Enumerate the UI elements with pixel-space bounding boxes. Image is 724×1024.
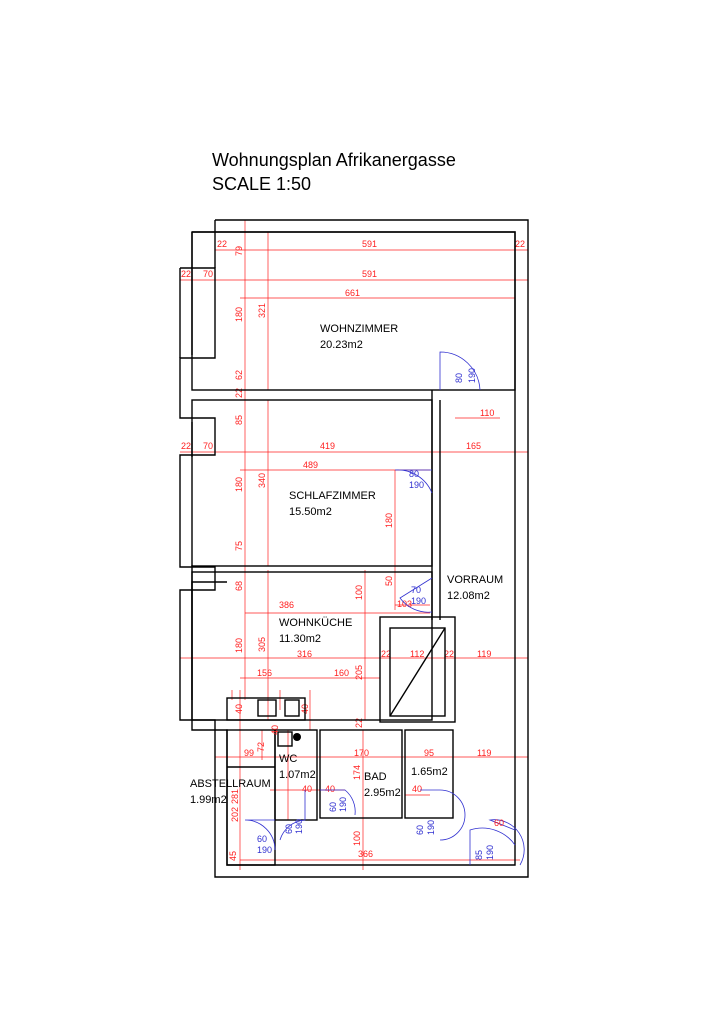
dim-label: 85: [234, 415, 244, 425]
dim-label: 110: [480, 408, 494, 418]
door-label: 60: [328, 802, 338, 812]
door-label: 60: [257, 834, 267, 844]
room-name-wohnzimmer: WOHNZIMMER: [320, 323, 398, 335]
room-area-abstellraum: 1.99m2: [190, 794, 227, 806]
door-label: 85: [474, 850, 484, 860]
door-label: 60: [415, 825, 425, 835]
dim-label: 156: [257, 668, 272, 678]
door-label: 80: [454, 373, 464, 383]
door-label: 190: [467, 368, 477, 383]
dim-label: 160: [334, 668, 349, 678]
room-area-vorraum: 12.08m2: [447, 590, 490, 602]
door-label: 70: [411, 585, 421, 595]
door-label: 60: [494, 818, 504, 828]
dim-label: 419: [320, 441, 335, 451]
boiler-icon: [293, 733, 301, 741]
door-label: 190: [485, 845, 495, 860]
dim-label: 591: [362, 269, 377, 279]
dim-label: 99: [244, 748, 254, 758]
dim-label: 70: [203, 269, 213, 279]
doors: [244, 351, 525, 866]
dim-label: 40: [412, 784, 422, 794]
dim-label: 22: [354, 718, 364, 728]
dim-label: 103: [397, 599, 412, 609]
dim-label: 180: [384, 513, 394, 528]
dim-label: 170: [354, 748, 369, 758]
dim-label: 79: [234, 246, 244, 256]
dim-label: 45: [228, 851, 238, 861]
dim-label: 22: [444, 649, 454, 659]
dim-label: 22: [217, 239, 227, 249]
dim-label: 119: [477, 748, 491, 758]
dim-label: 40: [325, 784, 335, 794]
room-name-abstellraum: ABSTELLRAUM: [190, 778, 271, 790]
room-name-wohnkueche: WOHNKÜCHE: [279, 617, 352, 629]
dim-label: 180: [234, 307, 244, 322]
dim-label: 22: [234, 388, 244, 398]
dim-label: 202: [230, 807, 240, 822]
dim-label: 95: [424, 748, 434, 758]
dim-label: 112: [410, 649, 424, 659]
door-label: 40: [270, 725, 280, 735]
door-label: 190: [426, 820, 436, 835]
dim-label: 70: [203, 441, 213, 451]
dim-label: 489: [303, 460, 318, 470]
dim-label: 22: [515, 239, 525, 249]
dim-label: 174: [352, 765, 362, 780]
room-area-wohnzimmer: 20.23m2: [320, 339, 363, 351]
dim-label: 180: [234, 477, 244, 492]
dim-label: 119: [477, 649, 491, 659]
dim-label: 321: [257, 303, 267, 318]
door-label: 190: [257, 845, 272, 855]
dim-label: 366: [358, 849, 373, 859]
dim-label: 205: [354, 665, 364, 680]
dimension-labels: 22 591 22 70 591 661 22 79 321 180 62 22…: [181, 239, 525, 861]
dim-label: 40: [302, 784, 312, 794]
dim-label: 22: [181, 441, 191, 451]
room-area-schlafzimmer: 15.50m2: [289, 506, 332, 518]
door-label: 190: [338, 797, 348, 812]
dim-label: 305: [257, 637, 267, 652]
dim-label: 165: [466, 441, 481, 451]
dim-label: 22: [181, 269, 191, 279]
dim-label: 340: [257, 473, 267, 488]
dim-label: 62: [234, 370, 244, 380]
room-name-bad: BAD: [364, 771, 387, 783]
dimension-lines: [180, 220, 528, 870]
dim-label: 100: [354, 585, 364, 600]
walls: [179, 219, 529, 878]
plan-title: Wohnungsplan Afrikanergasse SCALE 1:50: [212, 148, 456, 196]
dim-label: 661: [345, 288, 360, 298]
room-area-bad: 2.95m2: [364, 787, 401, 799]
room-area-storage: 1.65m2: [411, 766, 448, 778]
room-name-wc: WC: [279, 753, 297, 765]
dim-label: 72: [256, 742, 266, 752]
dim-label: 100: [352, 831, 362, 846]
dim-label: 50: [384, 576, 394, 586]
room-area-wohnkueche: 11.30m2: [279, 633, 321, 645]
room-area-wc: 1.07m2: [279, 769, 316, 781]
door-label: 60: [284, 824, 294, 834]
door-label: 80: [409, 469, 419, 479]
dim-label: 316: [297, 649, 312, 659]
door-label: 190: [411, 596, 426, 606]
door-label: 190: [409, 480, 424, 490]
room-name-vorraum: VORRAUM: [447, 574, 503, 586]
dim-label: 180: [234, 638, 244, 653]
dim-label: 591: [362, 239, 377, 249]
dim-label: 68: [234, 581, 244, 591]
title-line-2: SCALE 1:50: [212, 174, 312, 194]
room-name-schlafzimmer: SCHLAFZIMMER: [289, 490, 376, 502]
dim-label: 40: [234, 704, 244, 714]
door-label: 190: [294, 819, 304, 834]
door-labels: 80 190 80 190 70 190 60 190 60 190 60 19…: [257, 368, 504, 860]
dim-label: 386: [279, 600, 294, 610]
dim-label: 281: [230, 789, 240, 804]
dim-label: 22: [381, 649, 391, 659]
room-labels: WOHNZIMMER 20.23m2 SCHLAFZIMMER 15.50m2 …: [190, 323, 503, 806]
dim-label: 75: [234, 541, 244, 551]
title-line-1: Wohnungsplan Afrikanergasse: [212, 150, 456, 170]
